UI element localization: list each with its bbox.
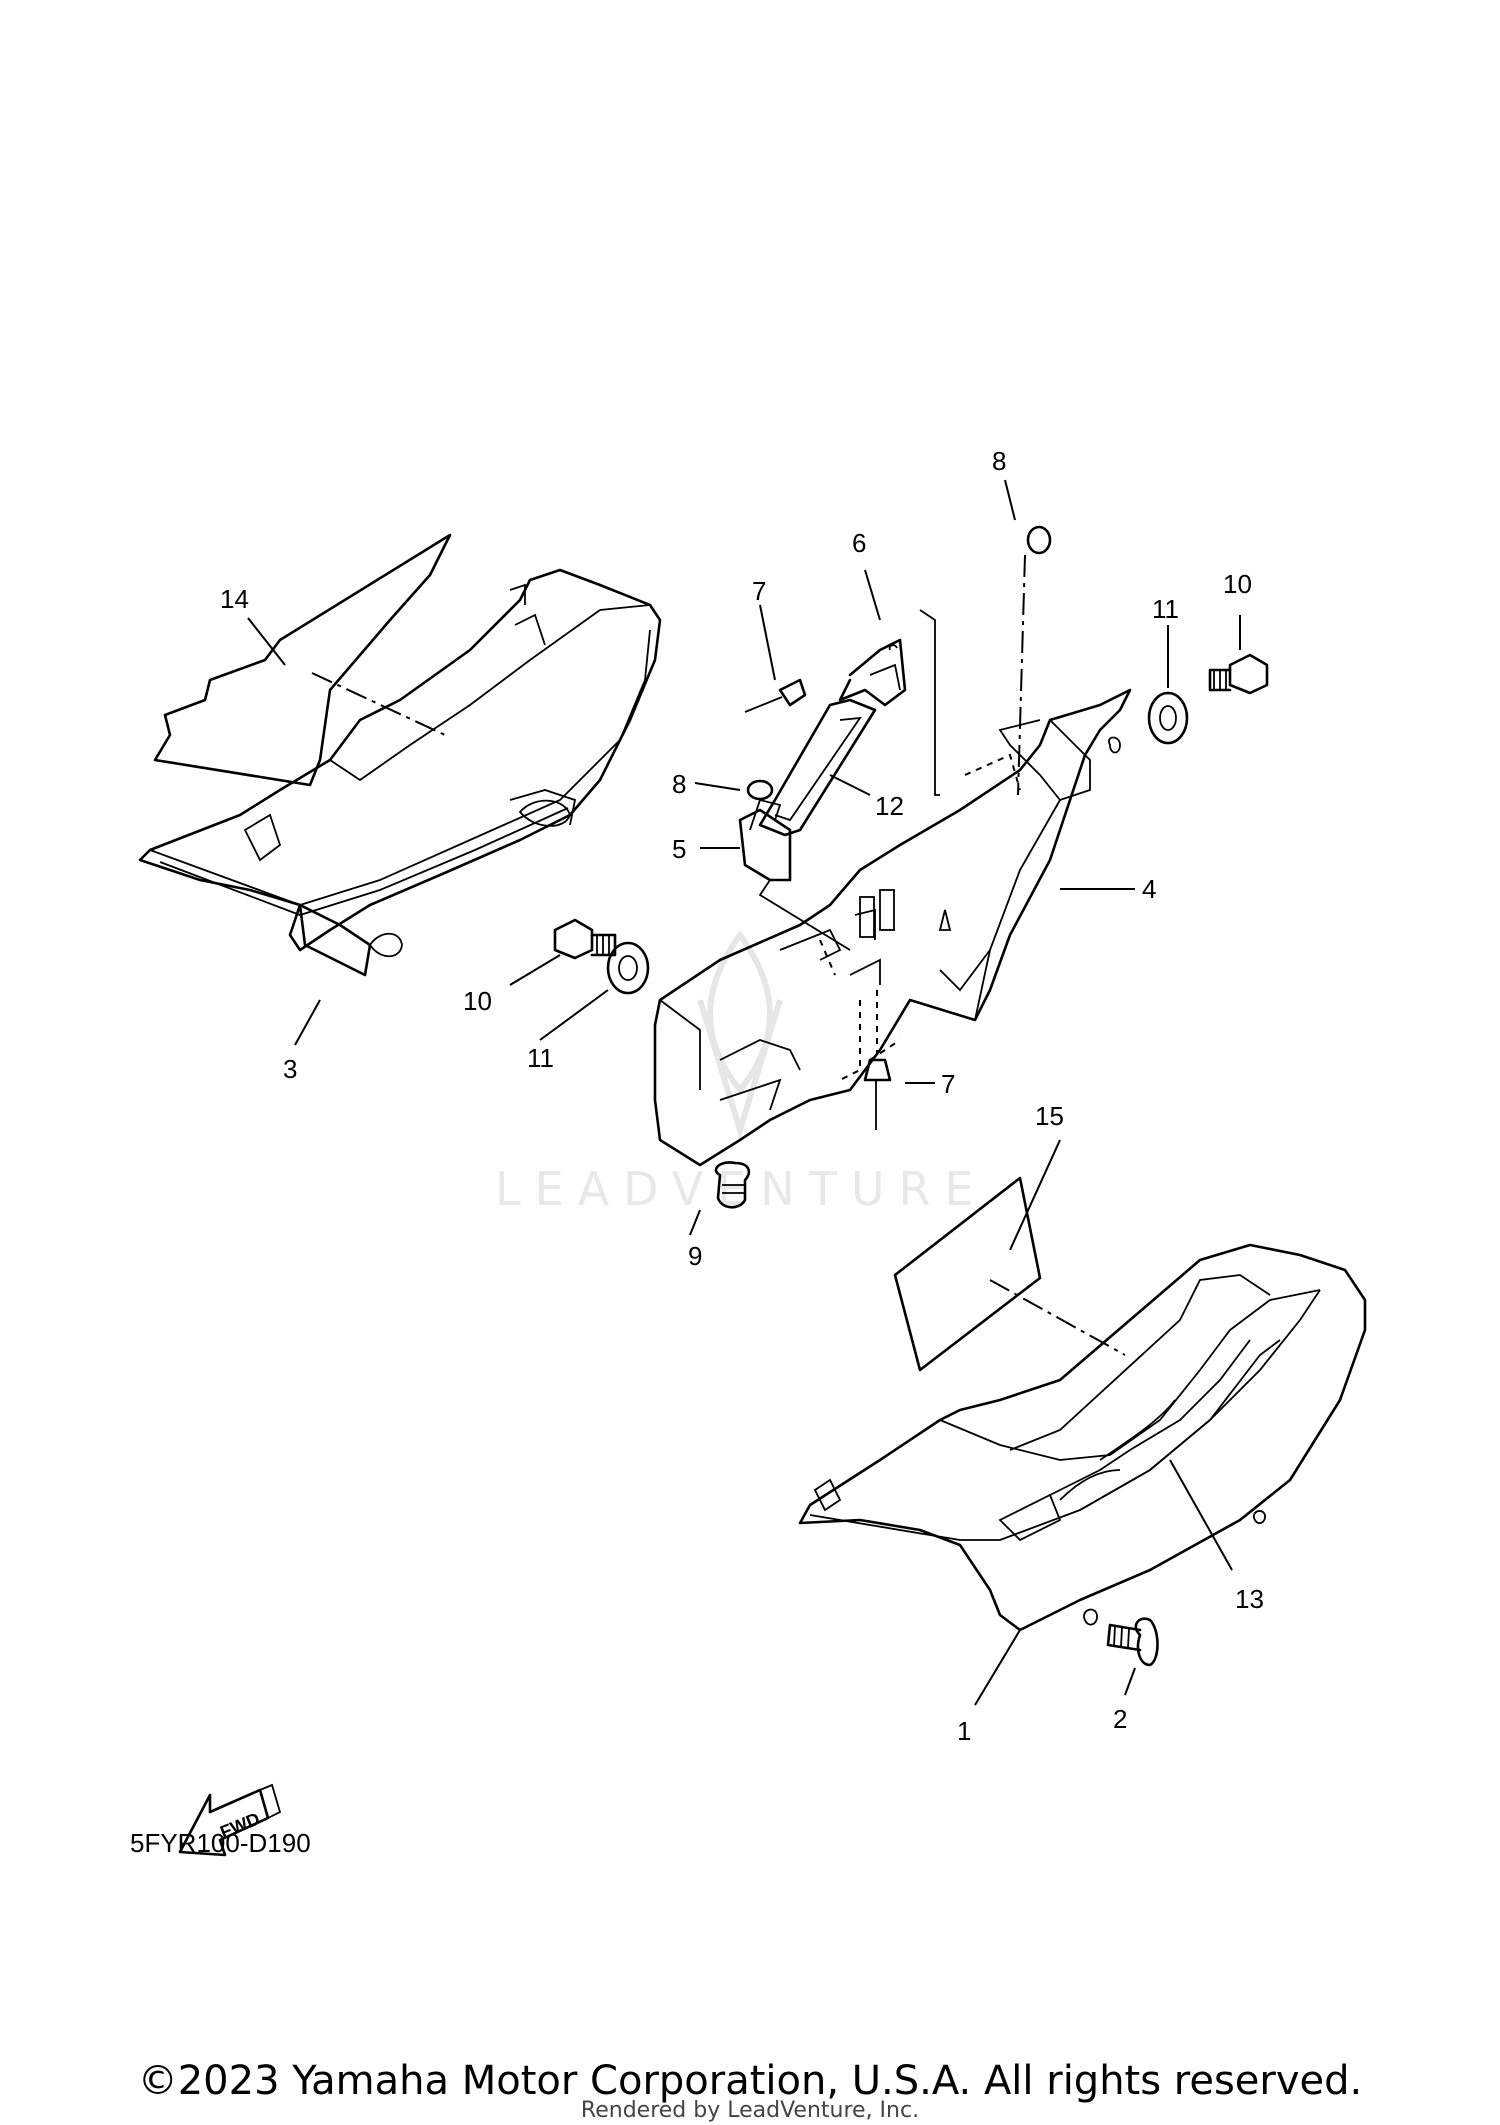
callout-10-left: 10: [463, 986, 492, 1016]
callout-6: 6: [852, 528, 866, 558]
callout-11-right: 11: [1152, 594, 1179, 624]
watermark-logo: [697, 929, 783, 1141]
callout-5: 5: [672, 834, 686, 864]
leader-lines: [247, 479, 1241, 1706]
callout-15: 15: [1035, 1101, 1064, 1131]
callout-2: 2: [1113, 1704, 1127, 1734]
grommet-11-right: [1147, 691, 1189, 745]
washer-8-top: [1026, 525, 1052, 555]
rivet-7-bottom: [863, 990, 892, 1130]
callout-10-right: 10: [1223, 569, 1252, 599]
callout-12: 12: [875, 791, 904, 821]
callout-4: 4: [1142, 874, 1156, 904]
left-side-cover-3: [138, 568, 662, 977]
grommet-9: [714, 1161, 751, 1209]
callout-14: 14: [220, 584, 249, 614]
callout-8-middle: 8: [672, 769, 686, 799]
grommet-11-left: [606, 941, 650, 995]
bolt-10-right: [1208, 653, 1269, 695]
diagram-code: 5FYR100-D190: [130, 1828, 311, 1858]
rivet-7-top: [744, 678, 807, 713]
callout-9: 9: [688, 1241, 702, 1271]
rendered-by: Rendered by LeadVenture, Inc.: [580, 2098, 920, 2123]
decal-14: [153, 533, 452, 787]
copyright-notice: ©2023 Yamaha Motor Corporation, U.S.A. A…: [137, 2058, 1363, 2104]
callout-13: 13: [1235, 1584, 1264, 1614]
callout-8-top: 8: [992, 446, 1006, 476]
washer-8-middle: [746, 779, 774, 801]
washer-8-top-line: [1017, 554, 1026, 796]
clip-5: [738, 798, 851, 951]
callout-3: 3: [283, 1054, 297, 1084]
callout-11-left: 11: [527, 1043, 554, 1073]
callout-7-bottom: 7: [941, 1069, 955, 1099]
clamp-6: [838, 609, 940, 796]
bolt-10-left: [553, 918, 617, 960]
callout-1: 1: [957, 1716, 971, 1746]
strap-12: [758, 698, 877, 837]
watermark: LEADVENTURE: [495, 1162, 988, 1216]
screw-2: [1106, 1617, 1159, 1667]
callout-7-top: 7: [752, 576, 766, 606]
right-side-cover-1: [798, 1243, 1367, 1632]
frame-bracket-4: [653, 688, 1132, 1167]
